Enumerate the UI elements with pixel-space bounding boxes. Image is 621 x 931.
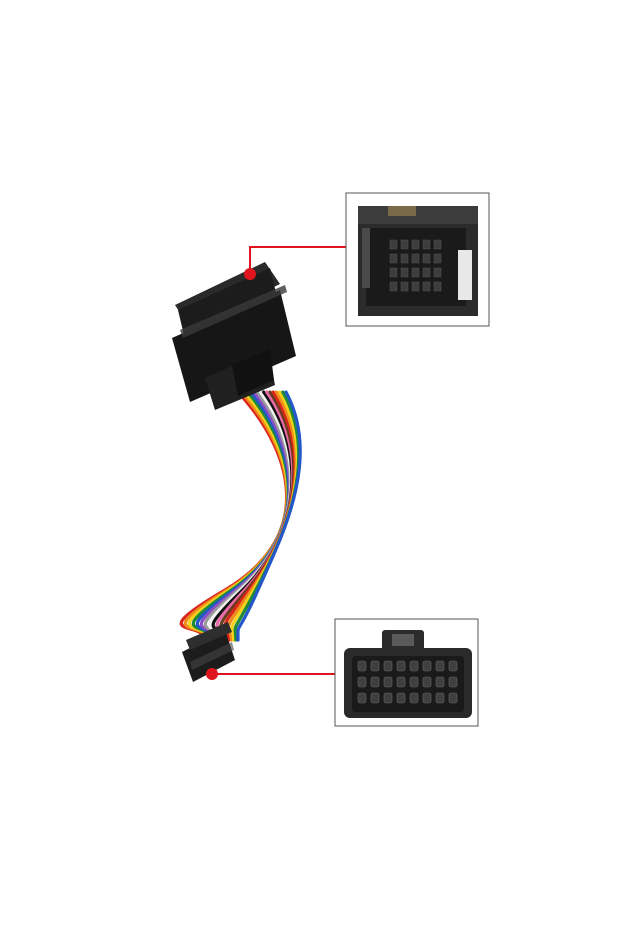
quadlock-detail-icon: [358, 206, 478, 316]
pin-socket: [389, 267, 398, 278]
iso-16pin-detail-icon: [344, 630, 472, 718]
pin-socket: [396, 692, 406, 704]
callout-bottom: [206, 618, 479, 727]
pin-socket: [433, 267, 442, 278]
pin-socket: [422, 253, 431, 264]
callout-dot-top: [244, 268, 256, 280]
pin-socket: [357, 692, 367, 704]
callout-top: [244, 192, 490, 327]
pin-socket: [422, 239, 431, 250]
pin-socket: [370, 692, 380, 704]
pin-socket: [448, 676, 458, 688]
wire: [236, 390, 302, 642]
pin-socket: [422, 267, 431, 278]
pin-socket: [400, 281, 409, 292]
pin-socket: [435, 660, 445, 672]
pin-socket: [433, 239, 442, 250]
pin-socket: [383, 676, 393, 688]
callout-line-top: [249, 246, 346, 274]
pin-socket: [448, 692, 458, 704]
pin-socket: [409, 676, 419, 688]
pin-socket: [396, 660, 406, 672]
pin-socket: [357, 676, 367, 688]
pin-socket: [383, 660, 393, 672]
pin-socket: [411, 267, 420, 278]
pin-socket: [357, 660, 367, 672]
pin-socket: [422, 676, 432, 688]
pin-socket: [422, 692, 432, 704]
iso-16pin-plug-icon: [182, 622, 235, 682]
pin-socket: [400, 267, 409, 278]
pin-socket: [383, 692, 393, 704]
pin-socket: [396, 676, 406, 688]
pin-socket: [400, 253, 409, 264]
pin-socket: [433, 253, 442, 264]
pin-socket: [389, 239, 398, 250]
pin-socket: [411, 239, 420, 250]
callout-dot-bottom: [206, 668, 218, 680]
pin-socket: [422, 281, 431, 292]
pin-socket: [435, 692, 445, 704]
pin-socket: [409, 692, 419, 704]
pin-socket: [370, 676, 380, 688]
pin-socket: [370, 660, 380, 672]
pin-socket: [411, 281, 420, 292]
pin-socket: [409, 660, 419, 672]
pin-socket: [435, 676, 445, 688]
pin-socket: [389, 281, 398, 292]
pin-socket: [411, 253, 420, 264]
pin-socket: [389, 253, 398, 264]
pin-socket: [433, 281, 442, 292]
pin-socket: [448, 660, 458, 672]
pin-socket: [400, 239, 409, 250]
pin-socket: [422, 660, 432, 672]
